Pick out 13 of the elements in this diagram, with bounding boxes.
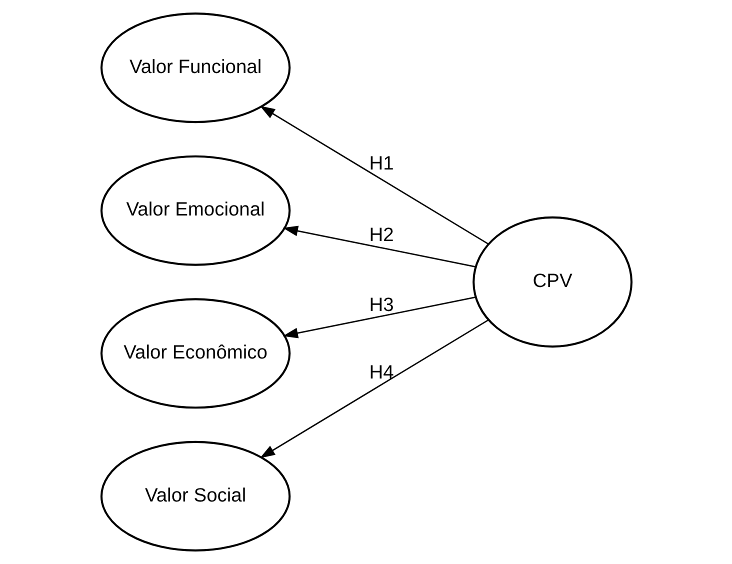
node-ellipse: Valor Econômico: [100, 298, 290, 409]
arrow: [282, 226, 476, 268]
node-ellipse: CPV: [472, 216, 632, 348]
arrow: [282, 296, 476, 338]
edge-label: H4: [368, 362, 394, 384]
node-ellipse: Valor Emocional: [100, 155, 290, 266]
edge-label: H1: [368, 154, 394, 175]
arrow: [259, 319, 488, 458]
edge-label: H3: [368, 295, 394, 316]
edge-label: H2: [368, 225, 394, 246]
node-ellipse: Valor Funcional: [100, 12, 290, 124]
arrow: [259, 106, 488, 245]
node-ellipse: Valor Social: [100, 440, 290, 552]
